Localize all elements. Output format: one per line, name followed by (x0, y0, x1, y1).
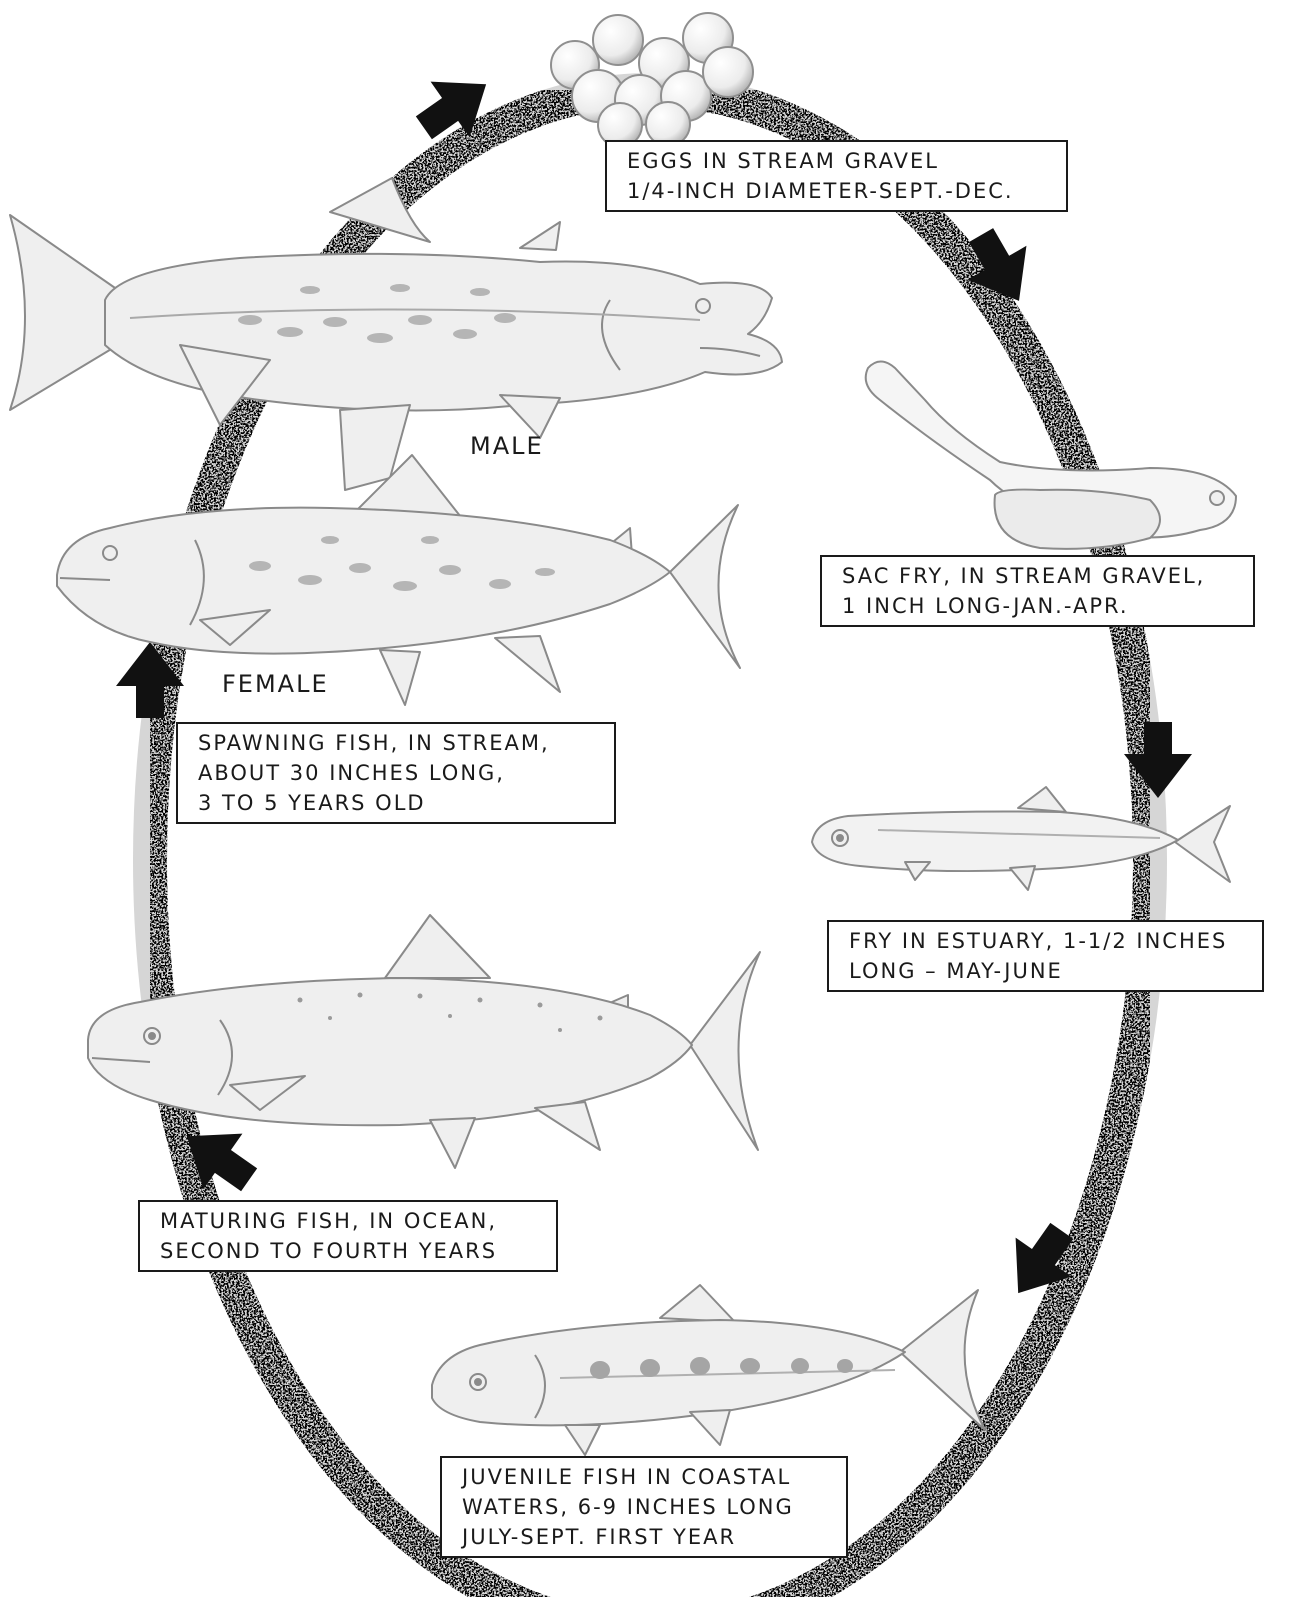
maturing-stage-label: MATURING FISH, IN OCEAN, SECOND TO FOURT… (138, 1200, 558, 1272)
fry-stage-label: FRY IN ESTUARY, 1-1/2 INCHES LONG – MAY-… (827, 920, 1264, 992)
spawning-line-1: SPAWNING FISH, IN STREAM, (198, 728, 600, 758)
eggs-stage-label: EGGS IN STREAM GRAVEL 1/4-INCH DIAMETER-… (605, 140, 1068, 212)
sac-fry-line-2: 1 INCH LONG-JAN.-APR. (842, 591, 1239, 621)
fry-line-2: LONG – MAY-JUNE (849, 956, 1248, 986)
egg-cluster (551, 13, 753, 147)
maturing-line-1: MATURING FISH, IN OCEAN, (160, 1206, 542, 1236)
fry-line-1: FRY IN ESTUARY, 1-1/2 INCHES (849, 926, 1248, 956)
juvenile-line-1: JUVENILE FISH IN COASTAL (462, 1462, 832, 1492)
sac-fry-line-1: SAC FRY, IN STREAM GRAVEL, (842, 561, 1239, 591)
juvenile-line-2: WATERS, 6-9 INCHES LONG (462, 1492, 832, 1522)
spawning-stage-label: SPAWNING FISH, IN STREAM, ABOUT 30 INCHE… (176, 722, 616, 824)
sac-fry-stage-label: SAC FRY, IN STREAM GRAVEL, 1 INCH LONG-J… (820, 555, 1255, 627)
maturing-line-2: SECOND TO FOURTH YEARS (160, 1236, 542, 1266)
juvenile-line-3: JULY-SEPT. FIRST YEAR (462, 1522, 832, 1552)
eggs-line-2: 1/4-INCH DIAMETER-SEPT.-DEC. (627, 176, 1052, 206)
female-label: FEMALE (222, 670, 329, 698)
estuary-fry (812, 787, 1230, 890)
male-spawning-fish (10, 178, 782, 490)
juvenile-stage-label: JUVENILE FISH IN COASTAL WATERS, 6-9 INC… (440, 1456, 848, 1558)
juvenile-coastal-fish (432, 1285, 985, 1455)
spawning-line-2: ABOUT 30 INCHES LONG, (198, 758, 600, 788)
male-label: MALE (470, 432, 544, 460)
spawning-line-3: 3 TO 5 YEARS OLD (198, 788, 600, 818)
eggs-line-1: EGGS IN STREAM GRAVEL (627, 146, 1052, 176)
